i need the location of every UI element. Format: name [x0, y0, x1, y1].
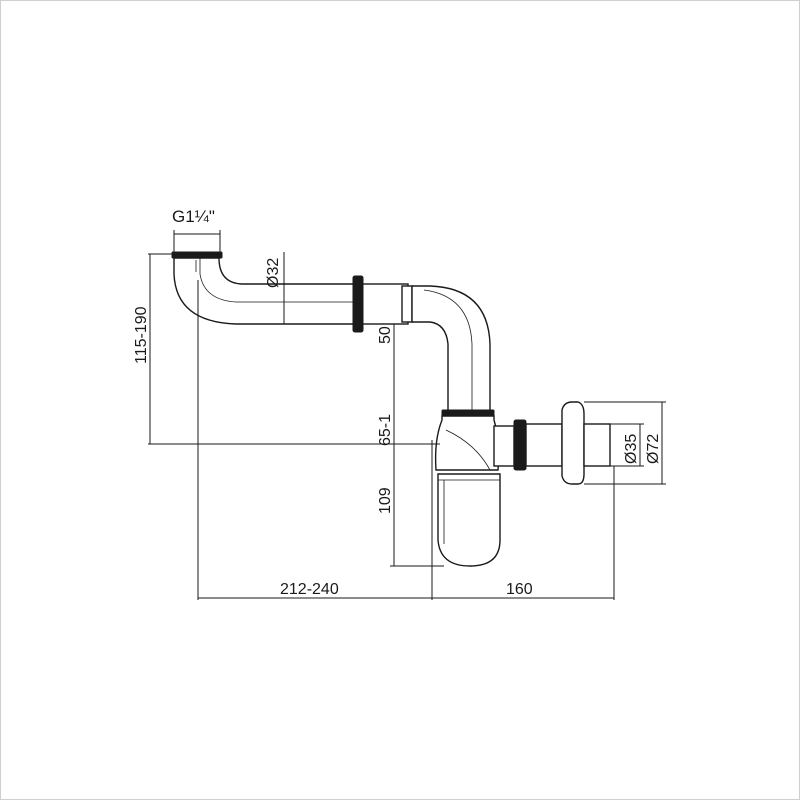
outlet-diameter-dimensions	[584, 401, 666, 485]
outlet-tail	[583, 423, 611, 467]
height-range-dimension	[148, 253, 440, 445]
outlet-nut	[513, 419, 527, 471]
inlet-elbow	[173, 257, 357, 325]
arm-nut-left	[352, 275, 364, 333]
outlet-inner-diameter-label: Ø35	[623, 434, 640, 464]
vertical-dimensions-right	[390, 324, 444, 567]
outlet-stub	[493, 425, 515, 467]
height-range-label: 115-190	[133, 306, 150, 364]
dim-65-label: 65-1	[377, 414, 394, 446]
inlet-thread-nut	[171, 251, 223, 259]
width-range-label: 212-240	[280, 581, 339, 598]
siphon-bowl	[437, 473, 501, 567]
width-range-dimension	[197, 280, 433, 600]
arm-extension	[355, 283, 409, 325]
body-top-ring	[441, 409, 495, 417]
outlet-pipe	[525, 423, 563, 467]
arm-collar	[401, 285, 413, 323]
wall-rosette	[561, 401, 585, 485]
thread-label: G1¼"	[172, 207, 215, 226]
outlet-length-dimension	[432, 466, 615, 600]
down-elbow	[411, 285, 491, 413]
pipe-diameter-label: Ø32	[265, 258, 282, 288]
dim-50-label: 50	[377, 326, 394, 344]
dim-160-label: 160	[506, 581, 533, 598]
outlet-outer-diameter-label: Ø72	[645, 434, 662, 464]
thread-dimension	[173, 230, 221, 252]
dim-109-label: 109	[377, 487, 394, 514]
